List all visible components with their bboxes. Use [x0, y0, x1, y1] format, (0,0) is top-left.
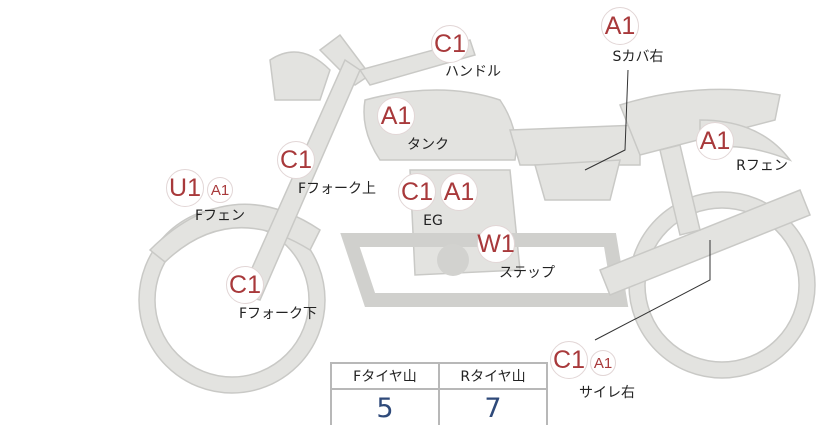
label-handle: ハンドル: [445, 64, 501, 80]
code-badge-front-fender-1: U1: [166, 169, 204, 207]
code-badge-silencer-right-2: A1: [590, 350, 616, 376]
label-front-fork-upper: Fフォーク上: [297, 181, 377, 197]
code-badge-engine-2: A1: [440, 173, 478, 211]
code-badge-handle: C1: [431, 25, 469, 63]
label-engine: EG: [423, 213, 443, 229]
code-badge-seat-cover-right: A1: [601, 7, 639, 45]
label-seat-cover-right: Sカバ右: [612, 49, 664, 65]
label-front-fork-lower: Fフォーク下: [238, 306, 318, 322]
front-tire-value: 5: [330, 388, 440, 425]
label-silencer-right: サイレ右: [579, 385, 635, 401]
front-tire-header: Fタイヤ山: [330, 362, 440, 390]
code-badge-front-fork-lower: C1: [226, 266, 264, 304]
label-step: ステップ: [499, 265, 555, 281]
label-tank: タンク: [407, 137, 449, 153]
code-badge-front-fender-2: A1: [207, 177, 233, 203]
rear-tire-header: Rタイヤ山: [438, 362, 548, 390]
code-badge-silencer-right-1: C1: [550, 341, 588, 379]
code-badge-step: W1: [477, 225, 515, 263]
label-front-fender: Fフェン: [194, 208, 246, 224]
label-rear-fender: Rフェン: [736, 158, 788, 174]
code-badge-rear-fender: A1: [696, 122, 734, 160]
code-badge-tank: A1: [377, 97, 415, 135]
code-badge-engine-1: C1: [398, 173, 436, 211]
code-badge-front-fork-upper: C1: [277, 141, 315, 179]
rear-tire-value: 7: [438, 388, 548, 425]
